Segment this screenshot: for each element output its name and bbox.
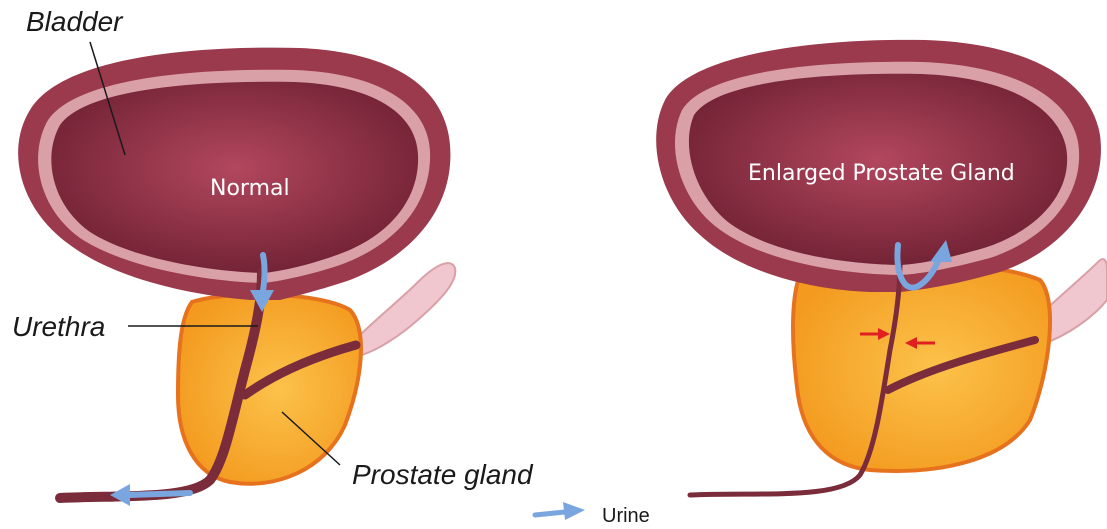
legend-arrow-line bbox=[535, 512, 565, 515]
prostate-enlarged bbox=[793, 264, 1050, 471]
legend: Urine bbox=[535, 502, 650, 527]
normal-label: Normal bbox=[210, 176, 290, 201]
prostate-gland-label: Prostate gland bbox=[352, 459, 534, 490]
normal-panel: Bladder Urethra Prostate gland Normal bbox=[12, 6, 534, 506]
legend-urine-label: Urine bbox=[602, 505, 650, 527]
bladder-label: Bladder bbox=[26, 6, 124, 37]
prostate-normal bbox=[178, 294, 361, 483]
enlarged-panel: Enlarged Prostate Gland bbox=[656, 40, 1107, 495]
urine-arrow-out-icon bbox=[128, 493, 190, 495]
seminal-vesicle-left bbox=[350, 263, 455, 356]
enlarged-label: Enlarged Prostate Gland bbox=[748, 161, 1015, 186]
arrow-right-icon bbox=[563, 502, 585, 520]
urethra-label: Urethra bbox=[12, 311, 105, 342]
urine-arrowhead-out-icon bbox=[110, 484, 130, 506]
